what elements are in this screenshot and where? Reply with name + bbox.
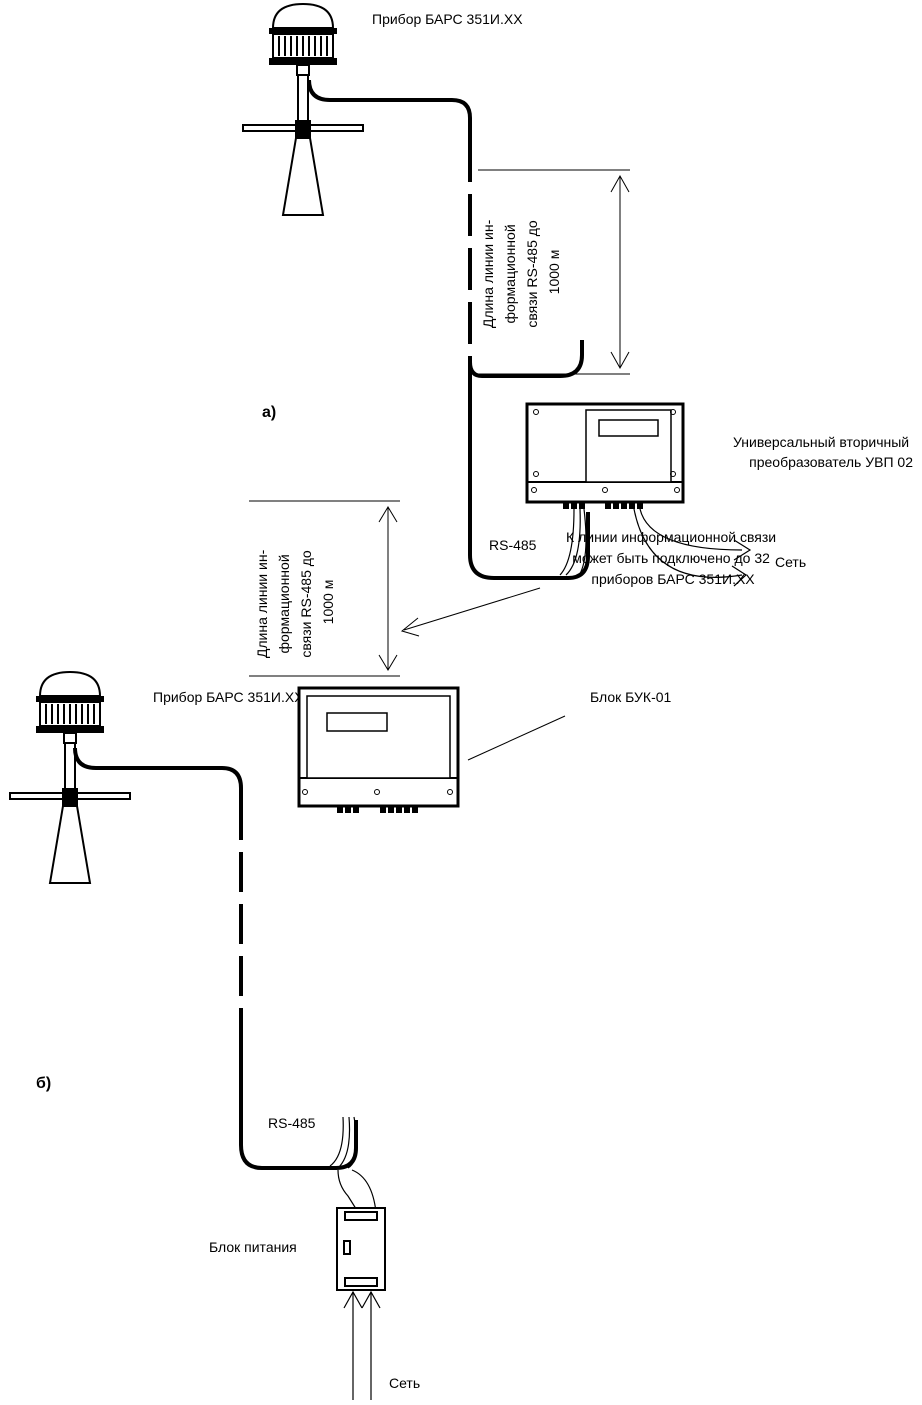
network-wire — [639, 508, 743, 551]
length-label: Длина линии ин- формационной связи RS-48… — [480, 216, 562, 328]
converter-label: Универсальный вторичный преобразователь … — [733, 434, 913, 470]
length-label: Длина линии ин- формационной связи RS-48… — [254, 546, 336, 658]
note-label: К линии информационной связи может быть … — [566, 529, 780, 587]
converter-uvp02 — [525, 402, 685, 509]
power-supply-block — [336, 1207, 386, 1291]
diagram-a: Прибор БАРС 351И.XX Длина линии ин- форм… — [242, 3, 913, 587]
rs485-cable-lower — [468, 395, 590, 580]
network-label: Сеть — [775, 554, 806, 570]
rs485-label: RS-485 — [268, 1115, 316, 1131]
buk-label: Блок БУК-01 — [590, 689, 672, 705]
buk-pointer — [467, 715, 566, 761]
buk01-block — [297, 686, 460, 813]
rs485-label: RS-485 — [489, 537, 537, 553]
display-icon — [326, 712, 388, 732]
network-label: Сеть — [389, 1375, 420, 1391]
rs485-cable — [73, 747, 243, 800]
device-label: Прибор БАРС 351И.XX — [153, 689, 304, 705]
power-label: Блок питания — [209, 1239, 297, 1255]
diagram-marker: б) — [36, 1075, 51, 1092]
note-pointer — [403, 587, 541, 631]
radar-level-gauge-icon — [242, 3, 364, 216]
display-icon — [598, 419, 659, 437]
rs485-cable — [307, 79, 472, 140]
device-label: Прибор БАРС 351И.XX — [372, 11, 523, 27]
diagram-b: Прибор БАРС 351И.XX Длина линии ин- форм… — [9, 500, 780, 1400]
radar-level-gauge-icon — [9, 671, 131, 884]
diagram-marker: а) — [262, 404, 276, 421]
rs485-cable-lower — [239, 1040, 358, 1170]
